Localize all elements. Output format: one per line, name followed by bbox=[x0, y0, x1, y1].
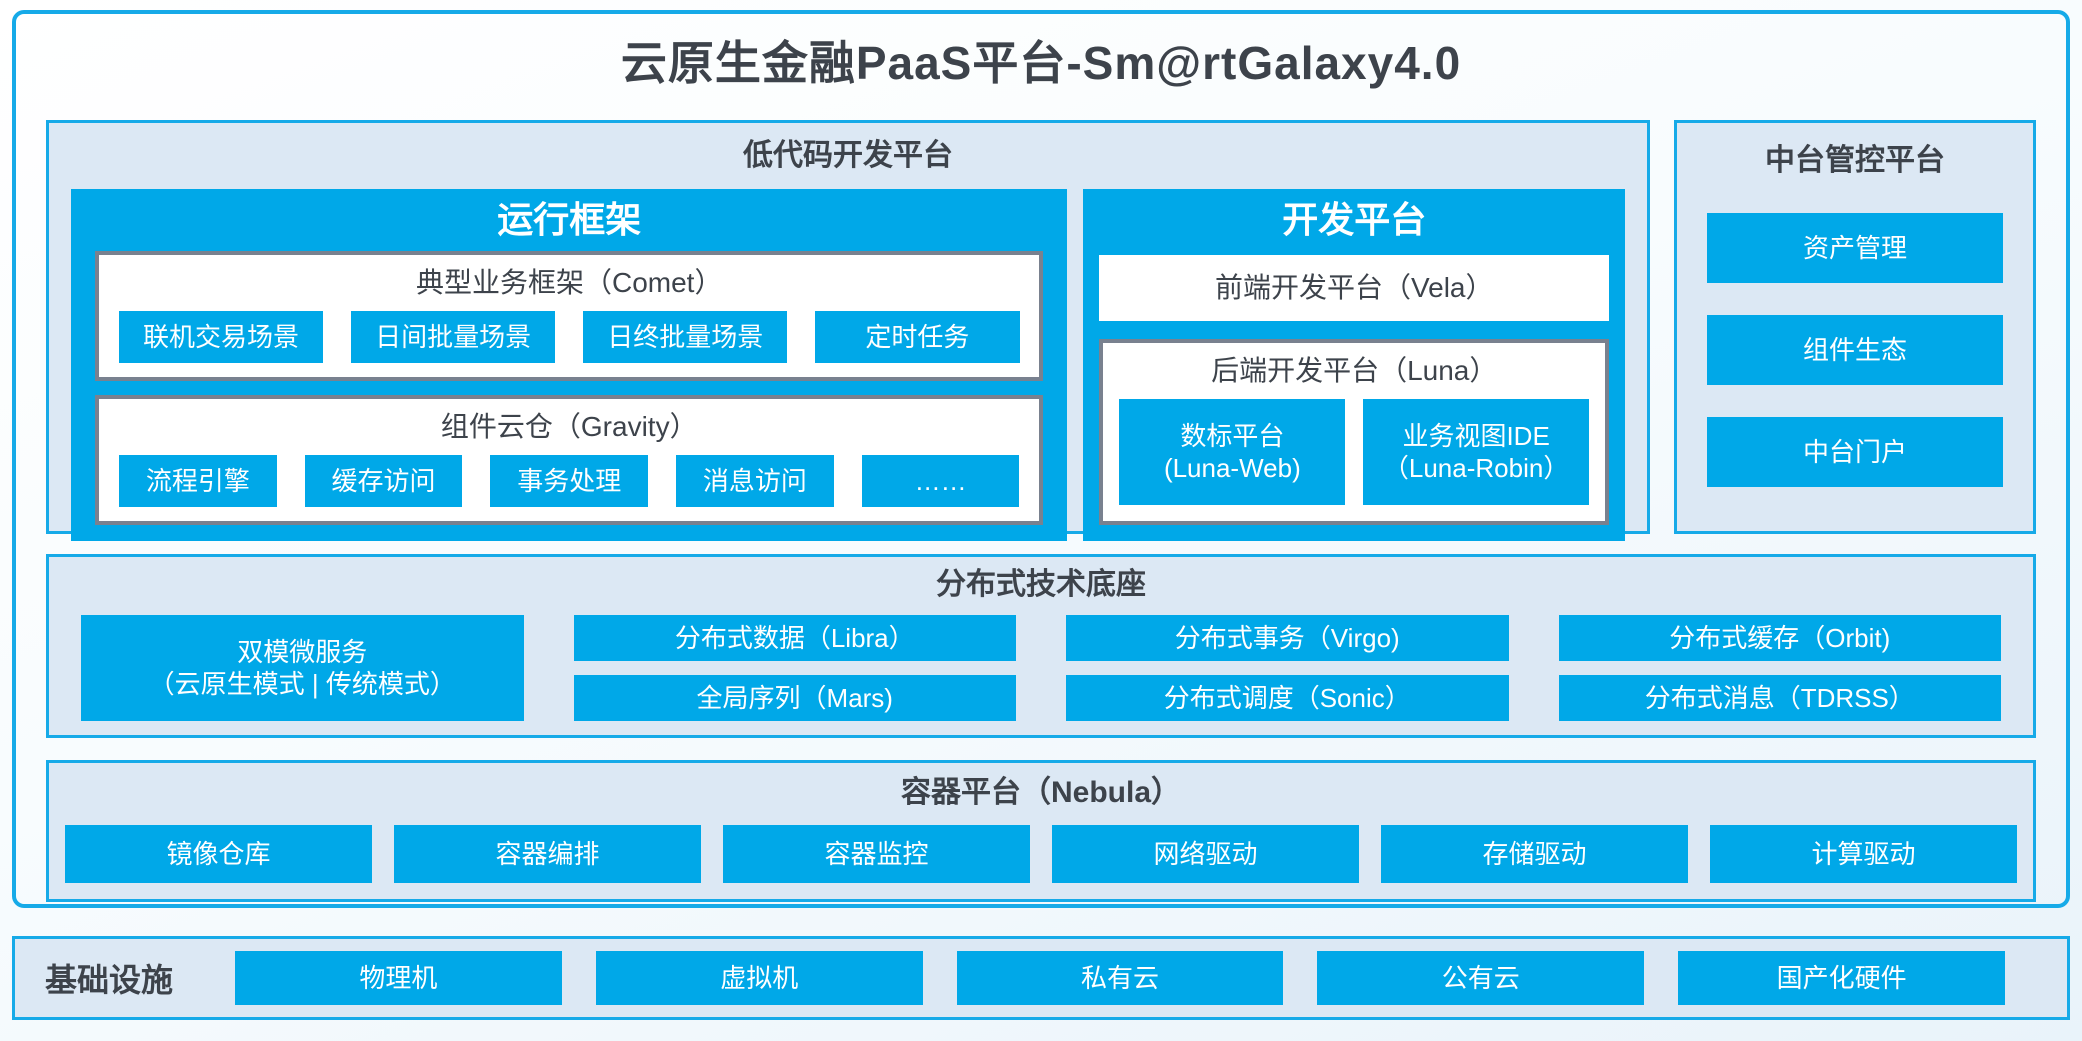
midplatform-title: 中台管控平台 bbox=[1765, 144, 1945, 177]
comet-item-eod-batch: 日终批量场景 bbox=[583, 311, 788, 363]
lowcode-body: 运行框架 典型业务框架（Comet） 联机交易场景 日间批量场景 日终批量场景 … bbox=[71, 189, 1625, 541]
distributed-col-3: 分布式缓存（Orbit) 分布式消息（TDRSS） bbox=[1558, 615, 2001, 721]
gravity-items-row: 流程引擎 缓存访问 事务处理 消息访问 …… bbox=[119, 455, 1020, 507]
lowcode-platform-panel: 低代码开发平台 运行框架 典型业务框架（Comet） 联机交易场景 日间批量场景… bbox=[46, 120, 1650, 541]
infrastructure-panel: 基础设施 物理机 虚拟机 私有云 公有云 国产化硬件 bbox=[12, 936, 2070, 1020]
container-item-storage-driver: 存储驱动 bbox=[1381, 825, 1688, 883]
infra-item-private-cloud: 私有云 bbox=[956, 951, 1284, 1005]
vela-frontend-label: 前端开发平台（Vela） bbox=[1214, 272, 1494, 303]
infrastructure-title: 基础设施 bbox=[45, 962, 174, 998]
dist-item-tdrss: 分布式消息（TDRSS） bbox=[1558, 675, 2001, 721]
distributed-col-1: 分布式数据（Libra） 全局序列（Mars) bbox=[573, 615, 1016, 721]
comet-item-daytime-batch: 日间批量场景 bbox=[351, 311, 556, 363]
infra-item-physical-machine: 物理机 bbox=[235, 951, 562, 1005]
gravity-item-message-access: 消息访问 bbox=[676, 455, 834, 507]
luna-backend-box: 后端开发平台（Luna） 数标平台 (Luna-Web) 业务视图IDE （Lu… bbox=[1099, 339, 1609, 525]
comet-item-online-trading: 联机交易场景 bbox=[119, 311, 324, 363]
container-platform-title: 容器平台（Nebula） bbox=[900, 776, 1182, 809]
luna-item-robin: 业务视图IDE （Luna-Robin） bbox=[1363, 399, 1589, 505]
dist-item-orbit: 分布式缓存（Orbit) bbox=[1558, 615, 2001, 661]
dev-platform-title: 开发平台 bbox=[1282, 199, 1427, 240]
comet-framework-box: 典型业务框架（Comet） 联机交易场景 日间批量场景 日终批量场景 定时任务 bbox=[95, 251, 1044, 381]
gravity-item-cache-access: 缓存访问 bbox=[304, 455, 463, 507]
runtime-framework-title: 运行框架 bbox=[497, 199, 642, 240]
luna-items-row: 数标平台 (Luna-Web) 业务视图IDE （Luna-Robin） bbox=[1119, 399, 1589, 505]
comet-item-scheduled-task: 定时任务 bbox=[815, 311, 1020, 363]
midplatform-item-asset-mgmt: 资产管理 bbox=[1707, 213, 2003, 283]
midplatform-panel: 中台管控平台 资产管理 组件生态 中台门户 bbox=[1674, 120, 2036, 534]
dist-item-mars: 全局序列（Mars) bbox=[573, 675, 1016, 721]
luna-item-web-code: (Luna-Web) bbox=[1163, 453, 1301, 483]
comet-framework-title: 典型业务框架（Comet） bbox=[415, 267, 723, 298]
midplatform-item-portal: 中台门户 bbox=[1707, 417, 2003, 487]
distributed-base-title: 分布式技术底座 bbox=[936, 568, 1146, 601]
gravity-item-process-engine: 流程引擎 bbox=[119, 455, 277, 507]
container-item-network-driver: 网络驱动 bbox=[1052, 825, 1359, 883]
dist-item-virgo: 分布式事务（Virgo) bbox=[1066, 615, 1509, 661]
dual-mode-line1: 双模微服务 bbox=[237, 637, 368, 667]
lowcode-platform-title: 低代码开发平台 bbox=[743, 139, 953, 172]
container-item-orchestration: 容器编排 bbox=[394, 825, 701, 883]
luna-item-robin-name: 业务视图IDE bbox=[1402, 421, 1550, 451]
distributed-grid: 双模微服务 （云原生模式 | 传统模式） 分布式数据（Libra） 全局序列（M… bbox=[81, 615, 2001, 721]
infra-item-virtual-machine: 虚拟机 bbox=[595, 951, 923, 1005]
midplatform-item-component-eco: 组件生态 bbox=[1707, 315, 2003, 385]
container-item-compute-driver: 计算驱动 bbox=[1710, 825, 2017, 883]
page-title: 云原生金融PaaS平台-Sm@rtGalaxy4.0 bbox=[620, 37, 1462, 89]
infra-item-public-cloud: 公有云 bbox=[1317, 951, 1645, 1005]
container-item-monitoring: 容器监控 bbox=[723, 825, 1030, 883]
vela-frontend-box: 前端开发平台（Vela） bbox=[1099, 255, 1609, 321]
top-row: 低代码开发平台 运行框架 典型业务框架（Comet） 联机交易场景 日间批量场景… bbox=[46, 120, 2036, 541]
midplatform-items: 资产管理 组件生态 中台门户 bbox=[1707, 213, 2003, 487]
gravity-warehouse-box: 组件云仓（Gravity） 流程引擎 缓存访问 事务处理 消息访问 …… bbox=[95, 395, 1044, 525]
gravity-item-transaction: 事务处理 bbox=[490, 455, 649, 507]
distributed-col-2: 分布式事务（Virgo) 分布式调度（Sonic） bbox=[1066, 615, 1509, 721]
gravity-item-more: …… bbox=[861, 455, 1020, 507]
distributed-base-panel: 分布式技术底座 双模微服务 （云原生模式 | 传统模式） 分布式数据（Libra… bbox=[46, 554, 2036, 738]
platform-container: 云原生金融PaaS平台-Sm@rtGalaxy4.0 低代码开发平台 运行框架 … bbox=[12, 10, 2070, 908]
dist-item-sonic: 分布式调度（Sonic） bbox=[1066, 675, 1509, 721]
luna-item-web: 数标平台 (Luna-Web) bbox=[1119, 399, 1346, 505]
luna-item-robin-code: （Luna-Robin） bbox=[1382, 453, 1570, 483]
luna-item-web-name: 数标平台 bbox=[1180, 421, 1285, 451]
dual-mode-line2: （云原生模式 | 传统模式） bbox=[148, 669, 456, 699]
comet-items-row: 联机交易场景 日间批量场景 日终批量场景 定时任务 bbox=[119, 311, 1020, 363]
infra-item-domestic-hardware: 国产化硬件 bbox=[1678, 951, 2005, 1005]
dev-platform-panel: 开发平台 前端开发平台（Vela） 后端开发平台（Luna） 数标平台 (Lun… bbox=[1083, 189, 1625, 541]
dual-mode-microservice-block: 双模微服务 （云原生模式 | 传统模式） bbox=[81, 615, 524, 721]
luna-backend-title: 后端开发平台（Luna） bbox=[1211, 355, 1498, 386]
dist-item-libra: 分布式数据（Libra） bbox=[573, 615, 1016, 661]
gravity-warehouse-title: 组件云仓（Gravity） bbox=[440, 411, 698, 442]
container-platform-panel: 容器平台（Nebula） 镜像仓库 容器编排 容器监控 网络驱动 存储驱动 计算… bbox=[46, 760, 2036, 902]
container-item-image-repo: 镜像仓库 bbox=[65, 825, 372, 883]
container-items-row: 镜像仓库 容器编排 容器监控 网络驱动 存储驱动 计算驱动 bbox=[65, 825, 2017, 883]
runtime-framework-panel: 运行框架 典型业务框架（Comet） 联机交易场景 日间批量场景 日终批量场景 … bbox=[71, 189, 1068, 541]
